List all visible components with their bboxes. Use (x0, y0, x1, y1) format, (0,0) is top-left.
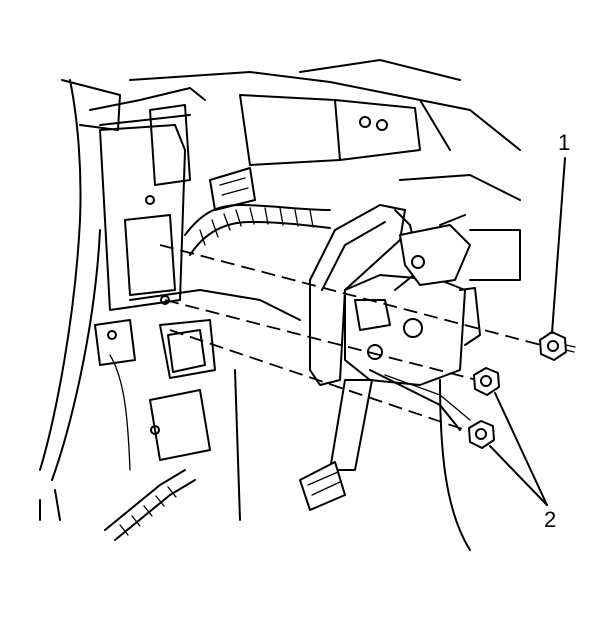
bracket-callout-box (469, 229, 521, 281)
callout-label-2: 2 (544, 507, 556, 532)
installation-guide-lines (159, 244, 561, 436)
left-bracket-module (94, 104, 301, 461)
nut-2-lower[interactable] (468, 420, 495, 449)
left-pillar-structure (39, 79, 206, 521)
brake-pedal (299, 369, 471, 551)
lower-harness (104, 354, 241, 541)
nut-1[interactable] (539, 331, 576, 361)
dash-panel (129, 59, 521, 201)
callout-label-1: 1 (558, 130, 570, 155)
nut-2-upper[interactable] (473, 367, 500, 396)
pedal-bracket (309, 204, 481, 386)
wiring-harness (184, 167, 331, 256)
callout-leaders (489, 157, 566, 506)
